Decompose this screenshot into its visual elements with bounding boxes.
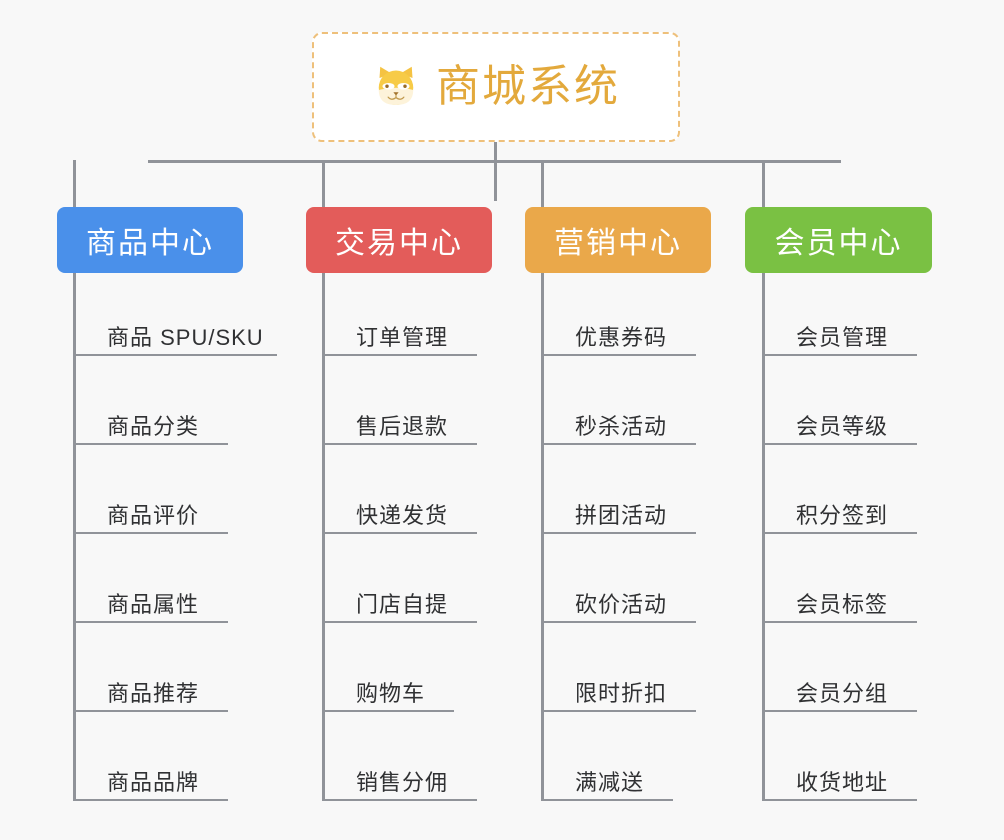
connector-drop-4 xyxy=(762,160,765,208)
leaf-underline xyxy=(73,621,228,623)
leaf-underline xyxy=(73,710,228,712)
branch-spine-3 xyxy=(541,273,544,801)
category-label: 商品中心 xyxy=(86,227,214,260)
leaf-underline xyxy=(322,799,477,801)
leaf-underline xyxy=(322,621,477,623)
leaf-label: 限时折扣 xyxy=(575,680,668,706)
shiba-inu-dog-face-icon xyxy=(378,66,414,105)
category-label: 营销中心 xyxy=(554,227,682,260)
category-box-4[interactable]: 会员中心 xyxy=(745,207,932,273)
leaf-label: 商品 SPU/SKU xyxy=(107,324,264,350)
category-box-1[interactable]: 商品中心 xyxy=(57,207,243,273)
leaf-label: 会员分组 xyxy=(796,680,889,706)
branch-spine-2 xyxy=(322,273,325,801)
leaf-label: 满减送 xyxy=(575,769,645,795)
leaf-underline xyxy=(73,443,228,445)
leaf-underline xyxy=(322,354,477,356)
leaf-underline xyxy=(73,354,277,356)
leaf-label: 商品属性 xyxy=(107,591,200,617)
leaf-label: 会员等级 xyxy=(796,413,889,439)
leaf-label: 购物车 xyxy=(356,680,426,706)
root-node-shop-system[interactable]: 商城系统 xyxy=(312,32,680,142)
category-label: 交易中心 xyxy=(335,227,463,260)
leaf-underline xyxy=(762,443,917,445)
leaf-underline xyxy=(541,799,673,801)
leaf-underline xyxy=(322,443,477,445)
leaf-underline xyxy=(541,621,696,623)
category-box-2[interactable]: 交易中心 xyxy=(306,207,492,273)
leaf-label: 快递发货 xyxy=(356,502,449,528)
leaf-underline xyxy=(541,443,696,445)
leaf-label: 商品评价 xyxy=(107,502,200,528)
connector-horizontal-bar xyxy=(148,160,841,163)
leaf-underline xyxy=(73,532,228,534)
leaf-label: 门店自提 xyxy=(356,591,449,617)
branch-spine-1 xyxy=(73,273,76,801)
leaf-underline xyxy=(322,710,454,712)
leaf-label: 会员标签 xyxy=(796,591,889,617)
connector-drop-2 xyxy=(322,160,325,208)
leaf-label: 销售分佣 xyxy=(356,769,449,795)
connector-root-stem xyxy=(494,142,497,201)
leaf-label: 积分签到 xyxy=(796,502,889,528)
branch-spine-4 xyxy=(762,273,765,801)
root-title: 商城系统 xyxy=(436,62,620,111)
leaf-label: 商品推荐 xyxy=(107,680,200,706)
leaf-underline xyxy=(762,354,917,356)
leaf-label: 秒杀活动 xyxy=(575,413,668,439)
leaf-label: 商品品牌 xyxy=(107,769,200,795)
category-box-3[interactable]: 营销中心 xyxy=(525,207,711,273)
leaf-label: 商品分类 xyxy=(107,413,200,439)
leaf-underline xyxy=(541,532,696,534)
leaf-label: 优惠券码 xyxy=(575,324,668,350)
leaf-underline xyxy=(762,799,917,801)
leaf-label: 订单管理 xyxy=(356,324,449,350)
leaf-underline xyxy=(762,621,917,623)
leaf-underline xyxy=(73,799,228,801)
leaf-label: 售后退款 xyxy=(356,413,449,439)
leaf-label: 砍价活动 xyxy=(575,591,668,617)
leaf-underline xyxy=(762,532,917,534)
leaf-label: 拼团活动 xyxy=(575,502,668,528)
leaf-underline xyxy=(541,710,696,712)
leaf-underline xyxy=(762,710,917,712)
leaf-label: 收货地址 xyxy=(796,769,889,795)
category-label: 会员中心 xyxy=(774,227,903,260)
connector-drop-3 xyxy=(541,160,544,208)
leaf-underline xyxy=(541,354,696,356)
leaf-underline xyxy=(322,532,477,534)
connector-drop-1 xyxy=(73,160,76,208)
leaf-label: 会员管理 xyxy=(796,324,889,350)
